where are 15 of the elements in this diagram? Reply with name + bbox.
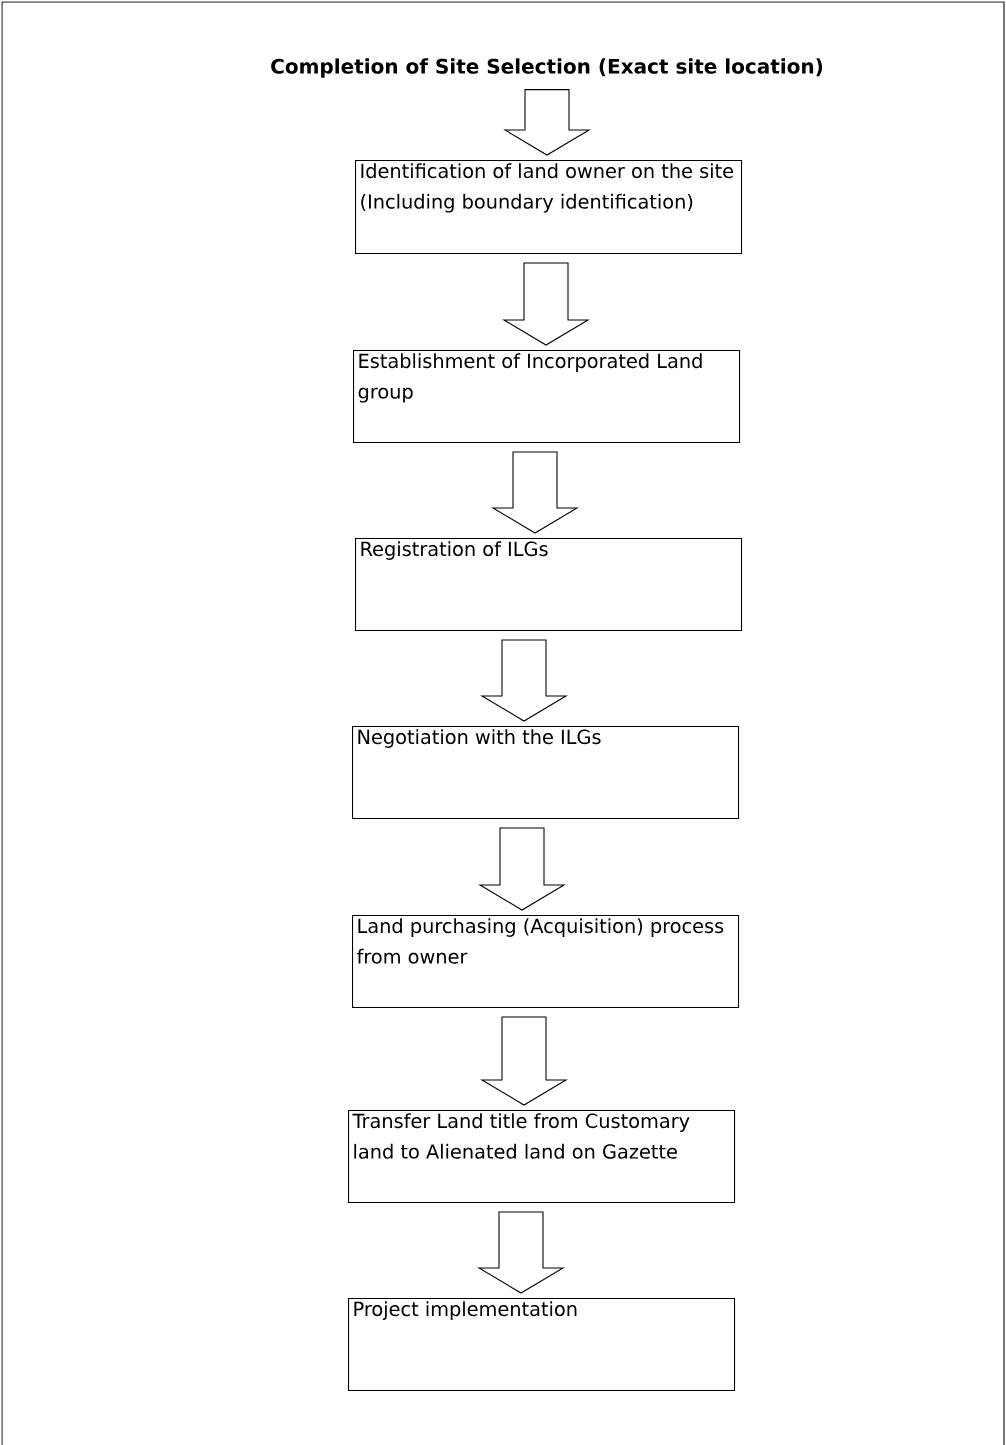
heading: Completion of Site Selection (Exact site location) — [271, 58, 823, 78]
block-arrow — [478, 827, 566, 911]
process-box: Establishment of Incorporated Land group — [353, 350, 741, 444]
process-box: Negotiation with the ILGs — [352, 726, 740, 820]
process-box: Project implementation — [348, 1298, 736, 1392]
block-arrow — [480, 639, 568, 722]
process-box: Identification of land owner on the site (Including boundary identification) — [355, 160, 743, 255]
process-box: Registration of ILGs — [355, 538, 743, 632]
block-arrow — [491, 451, 579, 534]
block-arrow — [477, 1211, 565, 1294]
block-arrow — [480, 1016, 568, 1106]
block-arrow — [502, 262, 590, 346]
process-box: Transfer Land title from Customary land to Alienated land on Gazette — [348, 1110, 736, 1204]
process-box: Land purchasing (Acquisition) process from owner — [352, 915, 740, 1009]
block-arrow — [503, 89, 591, 156]
